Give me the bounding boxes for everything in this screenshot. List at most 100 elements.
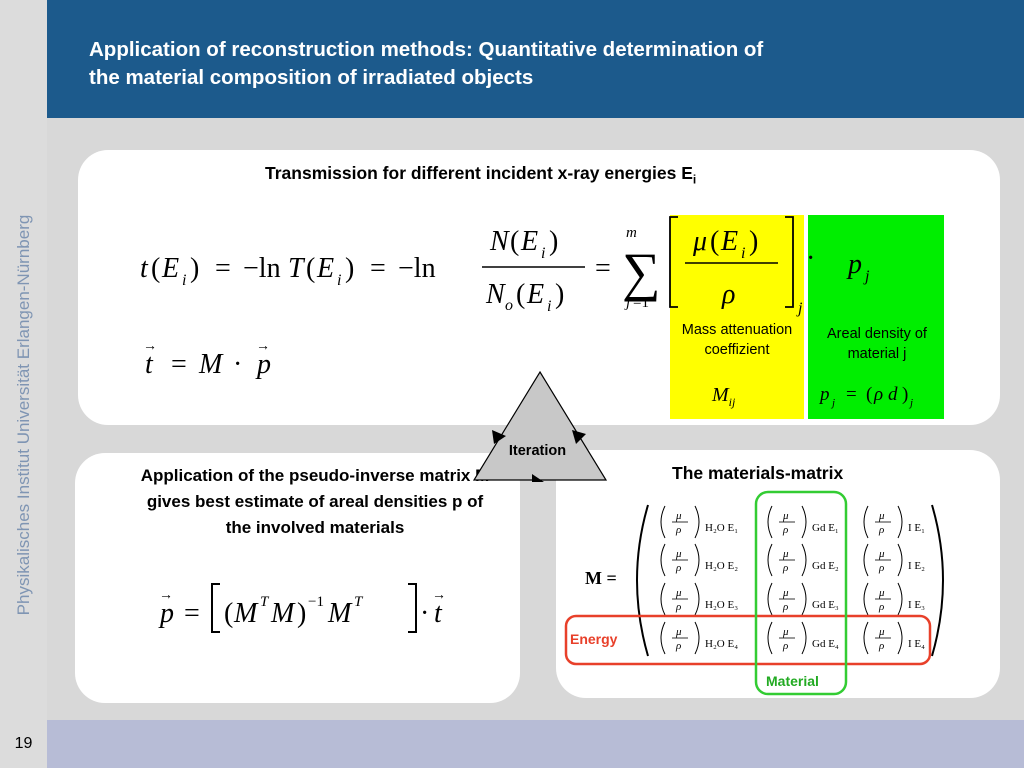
header-bar: Application of reconstruction methods: Q… (47, 0, 1024, 118)
svg-text:): ) (555, 279, 564, 310)
matrix-cell-mu: μ (878, 510, 885, 522)
matrix-cell-rho: ρ (782, 562, 788, 574)
matrix-cell-left-paren (767, 543, 773, 577)
svg-text:t: t (434, 598, 443, 629)
matrix-cell-rho: ρ (782, 601, 788, 613)
iteration-label: Iteration (508, 443, 567, 459)
svg-text:i: i (547, 298, 551, 315)
mass-attenuation-box (670, 215, 804, 419)
matrix-cell-mu: μ (675, 510, 682, 522)
areal-density-box (808, 215, 944, 419)
svg-text:): ) (345, 253, 354, 284)
matrix-cell-mu: μ (782, 510, 789, 522)
svg-text:−ln: −ln (398, 253, 436, 284)
areal-density-formula: p j = ( ρ d ) j (818, 384, 913, 409)
svg-text:=: = (595, 253, 611, 284)
matrix-cell-left-paren (863, 621, 869, 655)
svg-text:j: j (796, 300, 803, 317)
svg-text:j: j (830, 397, 835, 409)
iteration-triangle (472, 370, 608, 482)
matrix-symbol: M = (585, 568, 617, 588)
svg-text:→: → (143, 339, 157, 354)
svg-text:M: M (198, 349, 224, 380)
pseudo-inverse-panel (75, 453, 520, 703)
matrix-cell-mu: μ (782, 587, 789, 599)
svg-text:M: M (233, 598, 259, 629)
material-column-outline (754, 490, 848, 696)
svg-text:N: N (485, 279, 506, 310)
slide-title-line2: the material composition of irradiated o… (89, 66, 534, 89)
svg-text:−ln: −ln (243, 253, 281, 284)
matrix-cell-subscript: H₂O E₁ (705, 522, 738, 534)
svg-text:(: ( (866, 384, 872, 405)
matrix-cell-subscript: I E₂ (908, 560, 925, 572)
matrix-cell-rho: ρ (878, 601, 884, 613)
matrix-cell-right-paren (801, 505, 807, 539)
svg-text:): ) (902, 384, 908, 405)
footer-bar (0, 720, 1024, 768)
transmission-heading-sub: i (692, 172, 697, 187)
svg-text:p: p (255, 349, 271, 380)
matrix-right-paren (931, 504, 944, 657)
matrix-cell-subscript: Gd E₄ (812, 638, 839, 650)
matrix-cell-subscript: I E₁ (908, 522, 925, 534)
svg-text:→: → (432, 588, 446, 603)
matrix-cell-subscript: I E₄ (908, 638, 925, 650)
pseudo-inverse-description: Application of the pseudo-inverse matrix… (140, 466, 490, 537)
matrix-cell-subscript: Gd E₃ (812, 599, 839, 611)
matrix-cell-left-paren (767, 621, 773, 655)
matrix-cell-mu: μ (675, 626, 682, 638)
svg-text:−1: −1 (308, 594, 324, 610)
svg-text:(: ( (306, 253, 315, 284)
svg-text:=: = (171, 349, 187, 380)
svg-text:p: p (846, 249, 862, 280)
matrix-cell-mu: μ (782, 548, 789, 560)
svg-text:N: N (489, 226, 510, 257)
svg-text:E: E (161, 253, 179, 284)
matrix-cell-mu: μ (675, 587, 682, 599)
matrix-cell-left-paren (863, 543, 869, 577)
mass-attenuation-symbol-main: M (712, 384, 729, 406)
svg-text:μ: μ (692, 226, 707, 257)
matrix-cell-mu: μ (675, 548, 682, 560)
svg-text:·: · (420, 598, 429, 629)
areal-density-label: Areal density of material j (827, 326, 927, 362)
matrix-cell-rho: ρ (675, 524, 681, 536)
matrix-cell-right-paren (694, 582, 700, 616)
vector-equation: t → = M · p → (143, 339, 271, 380)
svg-text:(: ( (151, 253, 160, 284)
energy-row-outline (564, 614, 932, 666)
matrix-cell-rho: ρ (782, 640, 788, 652)
svg-text:m: m (626, 225, 637, 241)
matrix-cell-left-paren (660, 505, 666, 539)
matrix-cell-mu: μ (878, 587, 885, 599)
svg-text:E: E (526, 279, 544, 310)
slide-title-line1: Application of reconstruction methods: Q… (89, 38, 764, 61)
svg-text:): ) (749, 226, 758, 257)
svg-text:T: T (354, 594, 364, 610)
matrix-cell-right-paren (801, 543, 807, 577)
svg-text:t: t (145, 349, 154, 380)
matrix-cell-rho: ρ (675, 562, 681, 574)
mass-attenuation-label: Mass attenuation coeffizient (681, 322, 793, 358)
matrix-cell-right-paren (801, 582, 807, 616)
svg-text:=: = (215, 253, 231, 284)
svg-text:(: ( (516, 279, 525, 310)
matrix-cell-rho: ρ (675, 601, 681, 613)
svg-text:j: j (908, 397, 913, 409)
materials-matrix-heading: The materials-matrix (672, 463, 844, 483)
matrix-cell-left-paren (863, 505, 869, 539)
svg-text:→: → (159, 588, 173, 603)
svg-text:=1: =1 (633, 295, 649, 311)
pseudo-inverse-equation: p → = ( M T M ) −1 M T · t → (158, 583, 446, 633)
svg-text:i: i (337, 272, 341, 289)
svg-text:·: · (233, 349, 242, 380)
matrix-cell-left-paren (660, 621, 666, 655)
matrix-cell-mu: μ (782, 626, 789, 638)
svg-text:j: j (863, 268, 870, 285)
matrix-cell-rho: ρ (878, 640, 884, 652)
svg-text:ρ: ρ (873, 384, 883, 405)
svg-text:ρ: ρ (721, 279, 735, 310)
sidebar-institution-text: Physikalisches Institut Universität Erla… (14, 214, 33, 616)
matrix-cell-left-paren (660, 543, 666, 577)
